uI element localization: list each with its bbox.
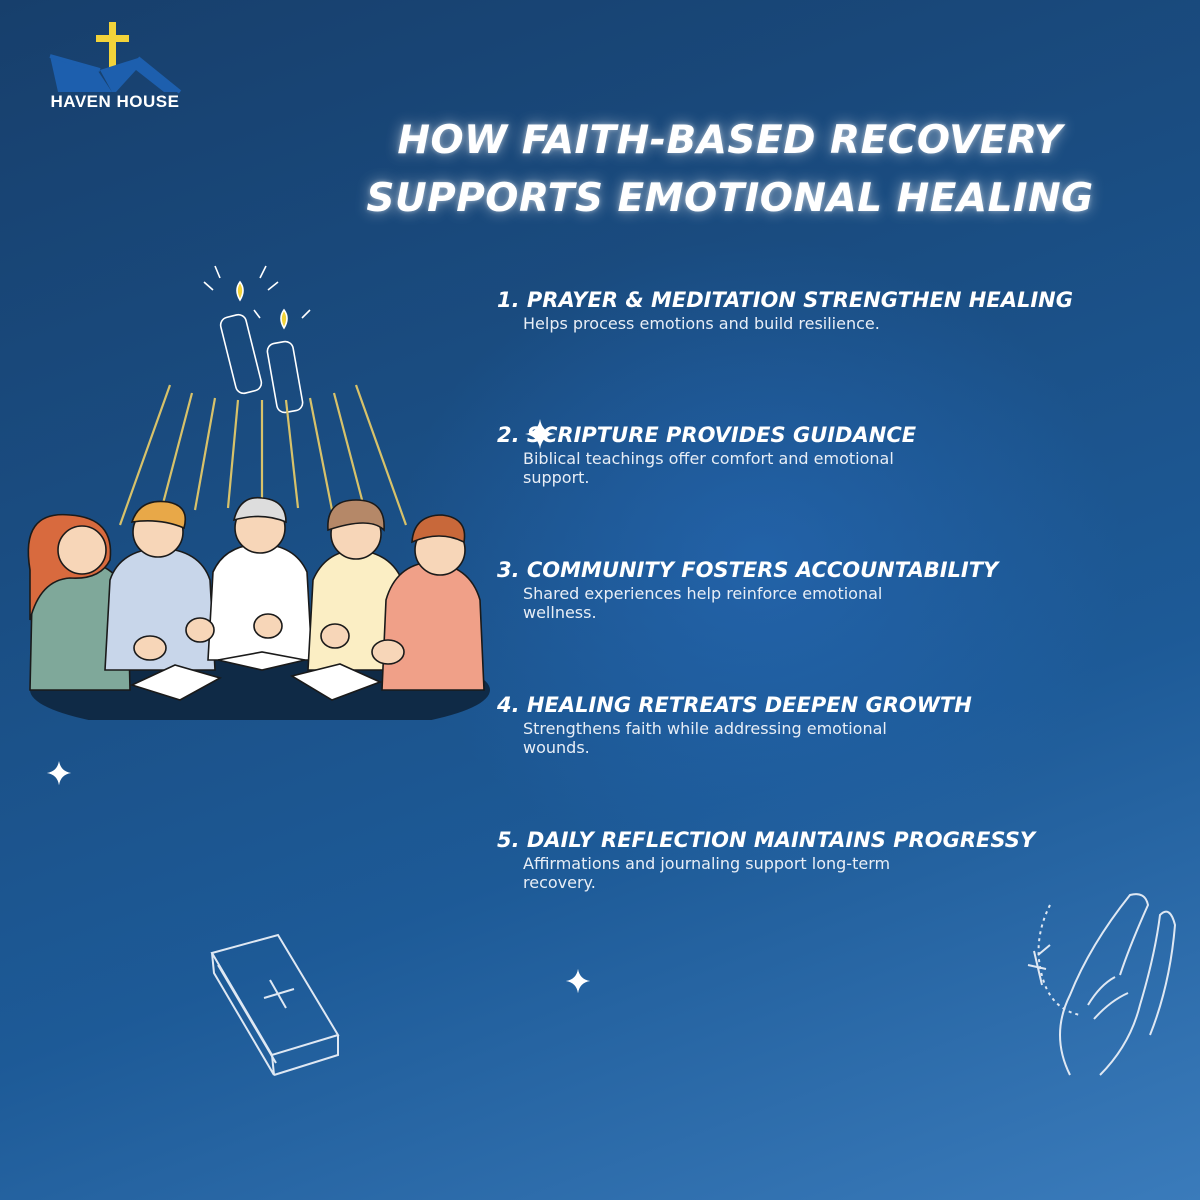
item-heading: 4. HEALING RETREATS DEEPEN GROWTH xyxy=(497,693,972,717)
house-cross-icon xyxy=(49,22,182,94)
sparkle-icon xyxy=(565,968,591,994)
sparkle-icon xyxy=(525,419,555,449)
praying-hands-rosary-icon xyxy=(1027,893,1177,1076)
list-item-scripture: 2. SCRIPTURE PROVIDES GUIDANCE Biblical … xyxy=(497,421,1187,487)
list-item-reflection: 5. DAILY REFLECTION MAINTAINS PROGRESSY … xyxy=(497,826,1187,892)
item-heading: 1. PRAYER & MEDITATION STRENGTHEN HEALIN… xyxy=(497,288,1073,312)
list-item-prayer: 1. PRAYER & MEDITATION STRENGTHEN HEALIN… xyxy=(497,286,1187,333)
light-rays xyxy=(118,384,408,526)
item-description: Biblical teachings offer comfort and emo… xyxy=(523,449,894,487)
page-title: HOW FAITH-BASED RECOVERY SUPPORTS EMOTIO… xyxy=(300,112,1160,228)
candles-icon xyxy=(203,265,311,414)
list-item-community: 3. COMMUNITY FOSTERS ACCOUNTABILITY Shar… xyxy=(497,556,1187,622)
item-description: Helps process emotions and build resilie… xyxy=(523,314,880,333)
item-description: Shared experiences help reinforce emotio… xyxy=(523,584,883,622)
haven-house-logo: HAVEN HOUSE xyxy=(40,18,190,118)
title-line-2: SUPPORTS EMOTIONAL HEALING xyxy=(366,176,1094,221)
item-description: Affirmations and journaling support long… xyxy=(523,854,891,892)
title-line-1: HOW FAITH-BASED RECOVERY xyxy=(397,118,1063,163)
sparkle-icon xyxy=(46,760,72,786)
item-heading: 5. DAILY REFLECTION MAINTAINS PROGRESSY xyxy=(497,828,1036,852)
item-heading: 3. COMMUNITY FOSTERS ACCOUNTABILITY xyxy=(497,558,999,582)
bible-outline-icon xyxy=(210,933,340,1076)
group-prayer-illustration xyxy=(10,260,500,735)
list-item-retreats: 4. HEALING RETREATS DEEPEN GROWTH Streng… xyxy=(497,691,1187,757)
logo-text: HAVEN HOUSE xyxy=(50,92,180,111)
item-description: Strengthens faith while addressing emoti… xyxy=(523,719,887,757)
item-heading: 2. SCRIPTURE PROVIDES GUIDANCE xyxy=(497,423,917,447)
